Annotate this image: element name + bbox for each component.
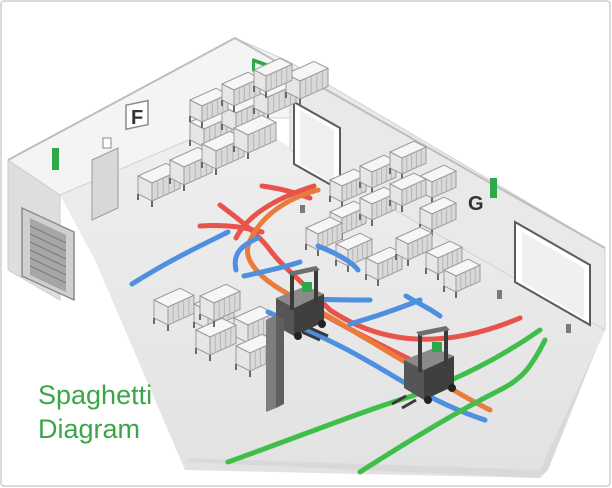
bollards xyxy=(300,205,571,333)
exit-sign-icon xyxy=(52,148,59,170)
rack-unit xyxy=(232,114,278,159)
rack-unit xyxy=(388,140,428,180)
dock-door-icon xyxy=(514,220,591,327)
rack-unit xyxy=(152,287,196,331)
wall-top-edge xyxy=(7,36,606,249)
caption-line-2: Diagram xyxy=(38,414,140,444)
rack-icon xyxy=(136,57,330,207)
rack-unit xyxy=(394,226,434,266)
dock-door-icon xyxy=(21,206,75,302)
caption-line-1: Spaghetti xyxy=(38,380,152,410)
support-column xyxy=(266,315,284,412)
zone-f-sign xyxy=(125,99,149,131)
rack-unit xyxy=(388,172,428,212)
wall-switch xyxy=(102,137,112,149)
rack-icon xyxy=(304,140,482,298)
rack-unit xyxy=(284,60,330,105)
rack-unit xyxy=(328,168,368,208)
zone-f-label: F xyxy=(131,107,143,129)
rack-unit xyxy=(442,258,482,298)
rack-unit xyxy=(364,246,404,286)
forklift-icon xyxy=(391,326,456,410)
zone-g-label: G xyxy=(468,193,484,215)
exit-sign-icon xyxy=(490,178,497,198)
rack-unit xyxy=(304,216,344,256)
rack-unit xyxy=(424,240,464,280)
dock-door-icon xyxy=(293,100,341,192)
rack-unit xyxy=(418,196,458,236)
forklift-icon xyxy=(276,266,329,342)
rack-unit xyxy=(198,283,242,327)
zone-f-doorway xyxy=(91,147,119,221)
rack-unit xyxy=(252,57,294,98)
